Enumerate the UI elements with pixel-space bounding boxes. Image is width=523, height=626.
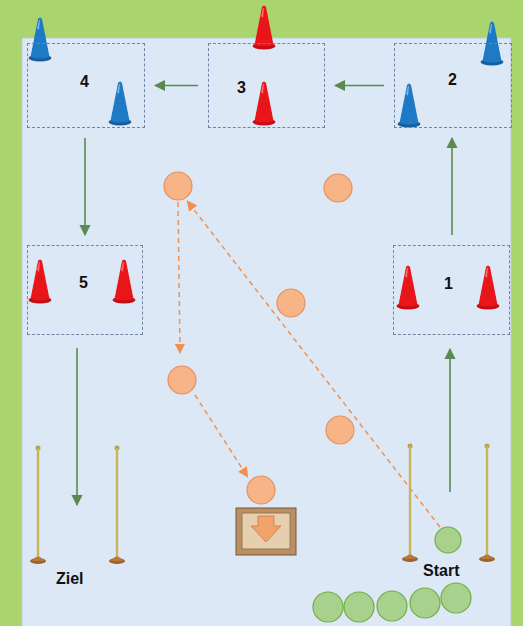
route-arrow [155,85,198,87]
station-box: 2 [394,43,512,128]
station-box: 5 [27,245,143,335]
station-number: 3 [237,80,246,96]
route-arrow [451,138,453,235]
station-box: 1 [393,245,510,335]
station-number: 2 [448,72,457,88]
station-number: 1 [444,276,453,292]
route-arrow [84,138,86,235]
route-arrow [335,85,384,87]
station-box: 3 [208,43,325,128]
station-number: 4 [80,74,89,90]
start-label: Start [423,563,459,579]
station-box: 4 [27,43,145,128]
finish-label: Ziel [56,571,84,587]
station-number: 5 [79,275,88,291]
